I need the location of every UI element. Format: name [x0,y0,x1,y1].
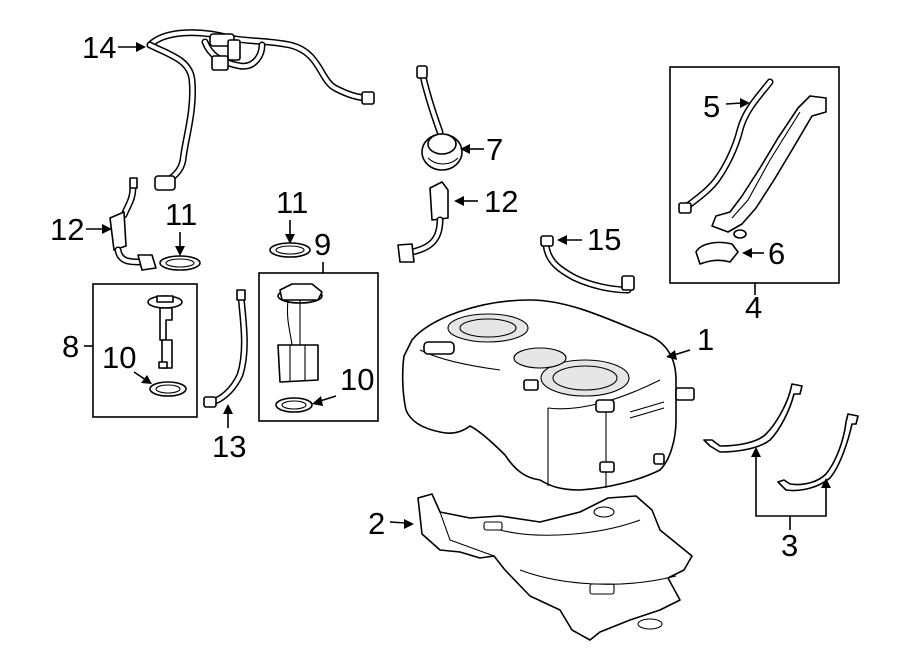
seal-ring-11-left [159,255,201,271]
callout-8: 8 [62,329,79,364]
callout-10-left: 10 [102,340,136,375]
wiring-harness-part [146,29,375,191]
filler-hose-6-part [695,229,747,265]
sensor-bracket-center-part [397,181,449,263]
fuel-pump-assembly-box [258,272,379,422]
fuel-sender-assembly-box [92,283,198,418]
callout-5: 5 [703,89,720,124]
callout-11-left: 11 [165,197,197,232]
fuel-pump-part [277,283,323,383]
callout-7: 7 [486,132,503,167]
callout-9: 9 [314,227,331,262]
seal-ring-10-center [275,397,313,413]
callout-11-center: 11 [276,185,308,220]
callout-14: 14 [82,30,116,65]
tank-strap-lower-part [777,413,859,492]
fuel-sender-part [147,295,183,369]
fuel-line-part [203,289,248,408]
callout-15: 15 [587,222,621,257]
callout-3: 3 [781,528,798,563]
seal-ring-11-center [269,242,311,258]
callout-10-center: 10 [340,362,374,397]
filler-hose-5-part [678,78,774,214]
callout-12-center: 12 [484,184,518,219]
heat-shield-part [417,493,693,641]
sensor-bracket-left-part [109,177,157,271]
callout-12-left: 12 [50,212,84,247]
tank-strap-upper-part [703,383,803,453]
fuel-tank-part [401,299,695,491]
seal-ring-10-left [149,381,187,397]
fuel-sensor-cap-part [416,65,463,171]
vent-line-part [540,235,635,294]
callout-1: 1 [697,322,714,357]
filler-pipe-part [711,95,827,233]
callout-13: 13 [212,429,246,464]
callout-6: 6 [768,236,785,271]
callout-2: 2 [368,506,385,541]
callout-4: 4 [745,290,762,325]
